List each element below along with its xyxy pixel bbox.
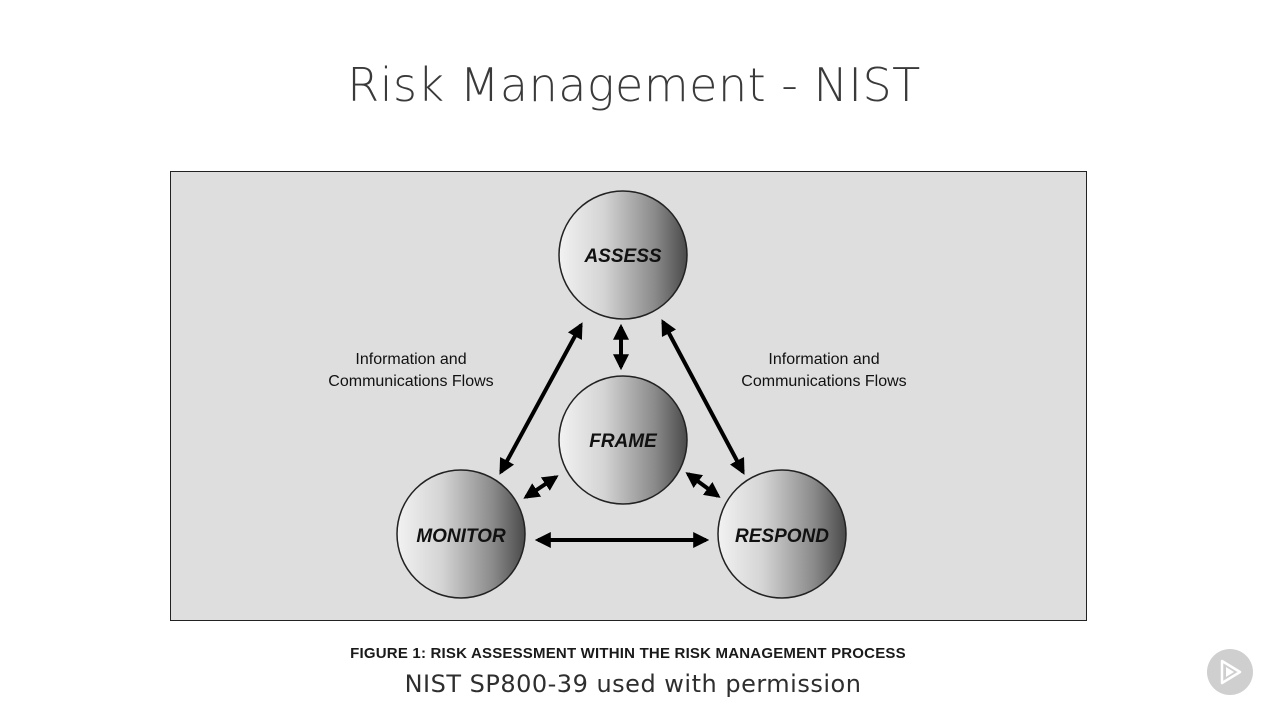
flow-label-left: Information and Communications Flows — [328, 351, 493, 390]
node-assess: ASSESS — [558, 190, 688, 320]
attribution-text: NIST SP800-39 used with permission — [404, 670, 862, 698]
play-icon — [1208, 650, 1252, 694]
node-monitor: MONITOR — [396, 469, 526, 599]
node-respond: RESPOND — [717, 469, 847, 599]
figure-caption: FIGURE 1: RISK ASSESSMENT WITHIN THE RIS… — [350, 645, 906, 662]
flow-label-right-line1: Information and — [768, 351, 879, 368]
node-respond-label: RESPOND — [735, 526, 829, 547]
node-frame: FRAME — [558, 375, 688, 505]
risk-cycle-diagram: ASSESS FRAME MONITOR RESPOND Information… — [328, 190, 907, 599]
diagram-frame: ASSESS FRAME MONITOR RESPOND Information… — [170, 171, 1087, 621]
flow-label-right: Information and Communications Flows — [741, 351, 906, 390]
flow-label-left-line1: Information and — [355, 351, 466, 368]
slide-title: Risk Management - NIST — [347, 58, 921, 112]
arrow-monitor-assess — [499, 322, 583, 475]
flow-label-left-line2: Communications Flows — [328, 373, 493, 390]
flow-label-right-line2: Communications Flows — [741, 373, 906, 390]
play-button[interactable] — [1207, 649, 1253, 695]
arrow-assess-respond — [661, 319, 745, 475]
node-frame-label: FRAME — [589, 431, 658, 452]
node-assess-label: ASSESS — [583, 246, 661, 267]
arrow-frame-monitor — [523, 475, 559, 499]
arrow-frame-respond — [685, 472, 721, 498]
node-monitor-label: MONITOR — [416, 526, 506, 547]
